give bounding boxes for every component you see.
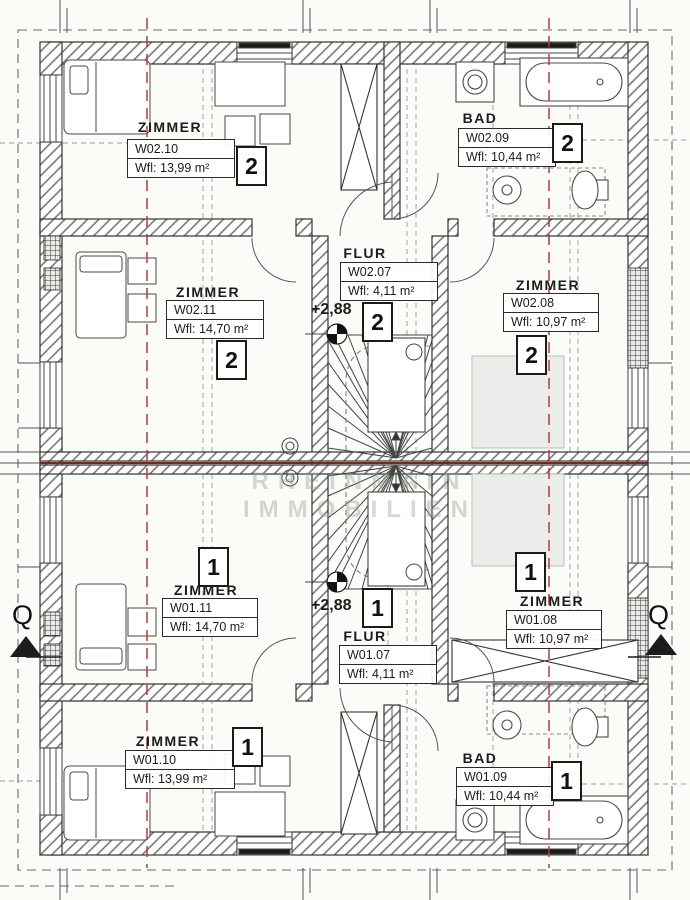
room-code: W01.07 (347, 648, 391, 662)
room-box-w02-10: W02.10 Wfl: 13,99 m² (127, 139, 235, 178)
room-label-w01-10: ZIMMER (135, 733, 201, 749)
room-area: Wfl: 10,97 m² (507, 629, 601, 648)
level-marker-upper: +2,88 (311, 301, 352, 318)
unit-badge: 1 (232, 727, 263, 767)
room-label-w01-07: FLUR (343, 628, 387, 644)
room-label-w01-08: ZIMMER (519, 593, 585, 609)
unit-badge: 2 (236, 146, 267, 186)
section-marker-left: Q (12, 600, 34, 630)
room-label-w02-09: BAD (462, 110, 498, 126)
unit-badge: 1 (515, 552, 546, 592)
room-label-w01-11: ZIMMER (173, 582, 239, 598)
room-box-w02-08: W02.08 Wfl: 10,97 m² (503, 293, 599, 332)
room-box-w01-10: W01.10 Wfl: 13,99 m² (125, 750, 235, 789)
wall-piers (43, 235, 649, 679)
unit-badge: 2 (516, 335, 547, 375)
unit-badge: 1 (362, 588, 393, 628)
section-marker-right: Q (648, 600, 670, 630)
room-label-w02-10: ZIMMER (137, 119, 203, 135)
room-area: Wfl: 14,70 m² (163, 617, 257, 636)
room-area: Wfl: 10,44 m² (459, 147, 555, 166)
room-area: Wfl: 13,99 m² (128, 158, 234, 177)
room-code: W01.09 (464, 770, 508, 784)
room-code: W02.08 (511, 296, 555, 310)
room-code: W02.07 (348, 265, 392, 279)
unit-badge: 2 (552, 123, 583, 163)
room-label-w02-08: ZIMMER (515, 277, 581, 293)
room-box-w02-09: W02.09 Wfl: 10,44 m² (458, 128, 556, 167)
room-box-w02-11: W02.11 Wfl: 14,70 m² (166, 300, 264, 339)
room-label-w02-11: ZIMMER (175, 284, 241, 300)
unit-badge: 1 (551, 761, 582, 801)
room-area: Wfl: 4,11 m² (340, 664, 436, 683)
room-label-w02-07: FLUR (343, 245, 387, 261)
section-lines-red (146, 18, 550, 868)
interior-walls (39, 41, 649, 833)
room-box-w01-08: W01.08 Wfl: 10,97 m² (506, 610, 602, 649)
room-area: Wfl: 14,70 m² (167, 319, 263, 338)
room-code: W02.09 (466, 131, 510, 145)
roof-outline (0, 29, 673, 887)
bath-fixtures-upper (455, 57, 629, 217)
room-code: W01.08 (514, 613, 558, 627)
room-area: Wfl: 10,44 m² (457, 786, 553, 805)
room-box-w01-07: W01.07 Wfl: 4,11 m² (339, 645, 437, 684)
room-area: Wfl: 4,11 m² (341, 281, 437, 300)
room-box-w01-11: W01.11 Wfl: 14,70 m² (162, 598, 258, 637)
room-code: W02.10 (135, 142, 179, 156)
window (236, 41, 579, 856)
unit-badge: 2 (362, 302, 393, 342)
section-arrow-left (10, 636, 62, 658)
window (39, 74, 649, 816)
door-swings (251, 172, 495, 752)
room-area: Wfl: 13,99 m² (126, 769, 234, 788)
shaft-x-box (340, 63, 639, 835)
staircase-lower (281, 465, 433, 590)
room-area: Wfl: 10,97 m² (504, 312, 598, 331)
room-box-w02-07: W02.07 Wfl: 4,11 m² (340, 262, 438, 301)
room-code: W02.11 (174, 303, 217, 317)
level-marker-symbol-lower (305, 571, 348, 593)
room-code: W01.11 (170, 601, 213, 615)
section-arrow-right (628, 634, 677, 658)
level-marker-symbol-upper (305, 323, 348, 345)
unit-badge: 2 (216, 340, 247, 380)
level-marker-lower: +2,88 (311, 597, 352, 614)
room-code: W01.10 (133, 753, 177, 767)
room-label-w01-09: BAD (462, 750, 498, 766)
staircase-upper (281, 334, 433, 459)
unit-badge: 1 (198, 547, 229, 587)
room-box-w01-09: W01.09 Wfl: 10,44 m² (456, 767, 554, 806)
